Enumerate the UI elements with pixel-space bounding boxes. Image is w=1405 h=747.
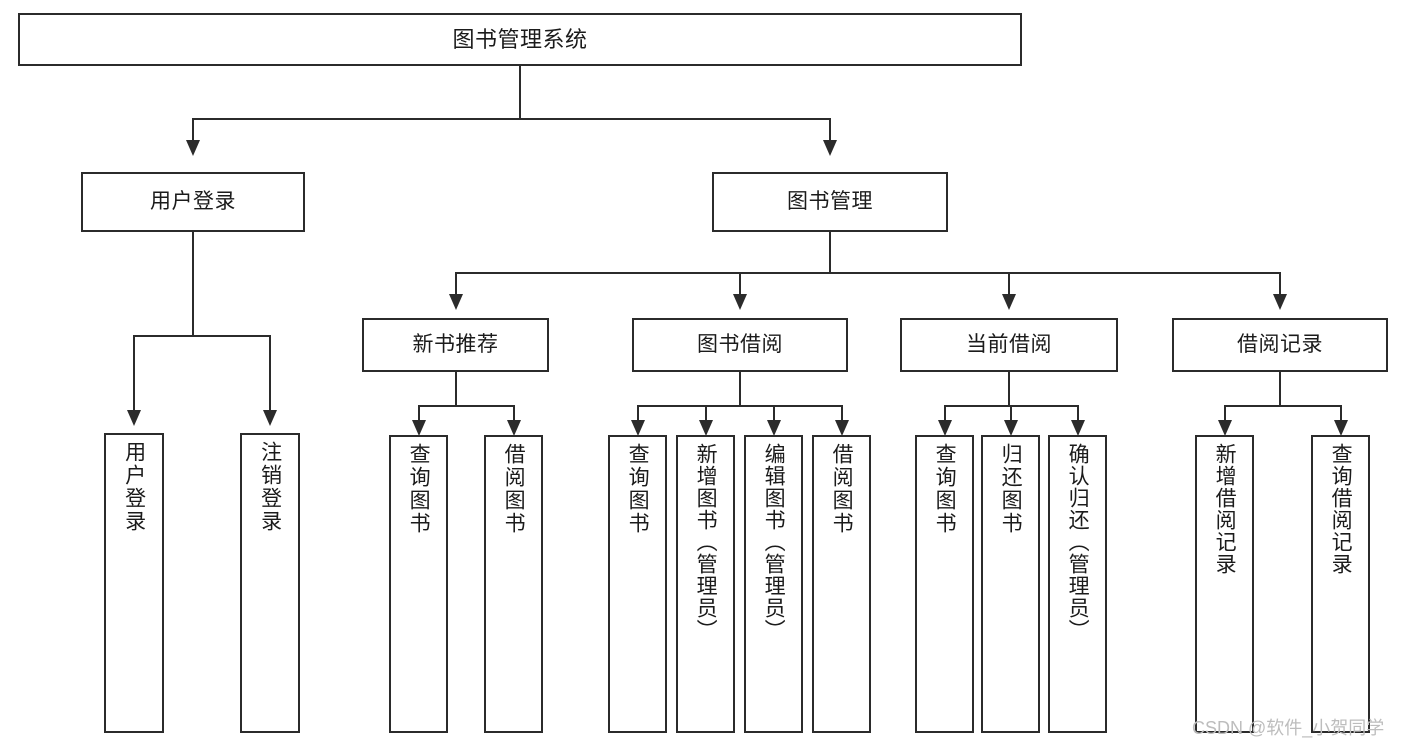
node-borrow-record[interactable]: 借阅记录: [1172, 318, 1388, 372]
arrowhead-current-borrow: [1002, 294, 1016, 310]
edge-book-borrow-stem: [739, 372, 741, 406]
edge-drop-edit-book: [773, 405, 775, 425]
edge-borrow-record-stem: [1279, 372, 1281, 406]
edge-drop-new-book-recommend: [455, 272, 457, 297]
node-leaf-add-borrow-record[interactable]: 新增借阅记录: [1195, 435, 1254, 733]
edge-root-stem: [519, 66, 521, 119]
arrowhead-borrow-record: [1273, 294, 1287, 310]
node-label: 确认归还（管理员）: [1066, 443, 1090, 641]
edge-current-borrow-stem: [1008, 372, 1010, 406]
arrowhead-borrow-book-2: [835, 420, 849, 436]
node-label: 归还图书: [999, 443, 1023, 535]
node-label: 查询图书: [626, 443, 650, 535]
edge-drop-query-book-1: [418, 405, 420, 425]
node-label: 当前借阅: [966, 332, 1052, 356]
arrowhead-book-borrow: [733, 294, 747, 310]
edge-drop-current-borrow: [1008, 272, 1010, 297]
arrowhead-edit-book: [767, 420, 781, 436]
edge-book-manage-bus: [455, 272, 1280, 274]
edge-user-login-bus: [133, 335, 271, 337]
node-leaf-query-borrow-record[interactable]: 查询借阅记录: [1311, 435, 1370, 733]
node-label: 注销登录: [258, 441, 282, 533]
arrowhead-query-book-2: [631, 420, 645, 436]
node-label: 新增图书（管理员）: [694, 443, 718, 641]
edge-drop-return-book: [1010, 405, 1012, 425]
arrowhead-query-book-1: [412, 420, 426, 436]
edge-root-bus: [192, 118, 830, 120]
node-label: 新书推荐: [412, 332, 499, 356]
arrowhead-login: [127, 410, 141, 426]
node-label: 查询借阅记录: [1329, 443, 1353, 575]
arrowhead-add-borrow-record: [1218, 420, 1232, 436]
node-label: 借阅图书: [830, 443, 854, 535]
edge-new-book-recommend-stem: [455, 372, 457, 406]
edge-book-manage-stem: [829, 232, 831, 274]
arrowhead-user-login: [186, 140, 200, 156]
edge-drop-borrow-book-1: [513, 405, 515, 425]
node-root-book-management-system[interactable]: 图书管理系统: [18, 13, 1022, 66]
arrowhead-confirm-return: [1071, 420, 1085, 436]
node-new-book-recommend[interactable]: 新书推荐: [362, 318, 549, 372]
arrowhead-add-book: [699, 420, 713, 436]
edge-drop-query-borrow-record: [1340, 405, 1342, 425]
arrowhead-query-borrow-record: [1334, 420, 1348, 436]
edge-drop-add-book: [705, 405, 707, 425]
edge-drop-add-borrow-record: [1224, 405, 1226, 425]
edge-user-login-stem: [192, 232, 194, 336]
node-leaf-query-book-2[interactable]: 查询图书: [608, 435, 667, 733]
node-leaf-return-book[interactable]: 归还图书: [981, 435, 1040, 733]
node-label: 新增借阅记录: [1213, 443, 1237, 575]
arrowhead-return-book: [1004, 420, 1018, 436]
node-label: 借阅记录: [1237, 332, 1323, 356]
edge-drop-borrow-book-2: [841, 405, 843, 425]
node-label: 查询图书: [933, 443, 957, 535]
edge-drop-query-book-3: [944, 405, 946, 425]
node-label: 用户登录: [122, 441, 146, 533]
node-leaf-add-book[interactable]: 新增图书（管理员）: [676, 435, 735, 733]
node-label: 编辑图书（管理员）: [762, 443, 786, 641]
node-leaf-query-book-1[interactable]: 查询图书: [389, 435, 448, 733]
node-leaf-login[interactable]: 用户登录: [104, 433, 164, 733]
edge-drop-confirm-return: [1077, 405, 1079, 425]
node-book-borrow[interactable]: 图书借阅: [632, 318, 848, 372]
edge-drop-user-login: [192, 118, 194, 143]
node-leaf-query-book-3[interactable]: 查询图书: [915, 435, 974, 733]
node-leaf-borrow-book-1[interactable]: 借阅图书: [484, 435, 543, 733]
edge-drop-book-manage: [829, 118, 831, 143]
arrowhead-logout: [263, 410, 277, 426]
edge-borrow-record-bus: [1224, 405, 1341, 407]
node-book-manage[interactable]: 图书管理: [712, 172, 948, 232]
arrowhead-book-manage: [823, 140, 837, 156]
node-label: 图书管理: [787, 189, 873, 213]
arrowhead-new-book-recommend: [449, 294, 463, 310]
node-label: 查询图书: [407, 443, 431, 535]
edge-drop-query-book-2: [637, 405, 639, 425]
node-leaf-edit-book[interactable]: 编辑图书（管理员）: [744, 435, 803, 733]
arrowhead-query-book-3: [938, 420, 952, 436]
edge-drop-logout: [269, 335, 271, 413]
node-label: 用户登录: [150, 189, 236, 213]
node-label: 图书管理系统: [452, 26, 588, 52]
edge-book-borrow-bus: [637, 405, 842, 407]
arrowhead-borrow-book-1: [507, 420, 521, 436]
node-leaf-logout[interactable]: 注销登录: [240, 433, 300, 733]
edge-drop-borrow-record: [1279, 272, 1281, 297]
edge-new-book-recommend-bus: [418, 405, 514, 407]
node-label: 借阅图书: [502, 443, 526, 535]
edge-drop-login: [133, 335, 135, 413]
node-leaf-confirm-return[interactable]: 确认归还（管理员）: [1048, 435, 1107, 733]
node-user-login[interactable]: 用户登录: [81, 172, 305, 232]
node-leaf-borrow-book-2[interactable]: 借阅图书: [812, 435, 871, 733]
edge-drop-book-borrow: [739, 272, 741, 297]
node-label: 图书借阅: [697, 332, 783, 356]
node-current-borrow[interactable]: 当前借阅: [900, 318, 1118, 372]
